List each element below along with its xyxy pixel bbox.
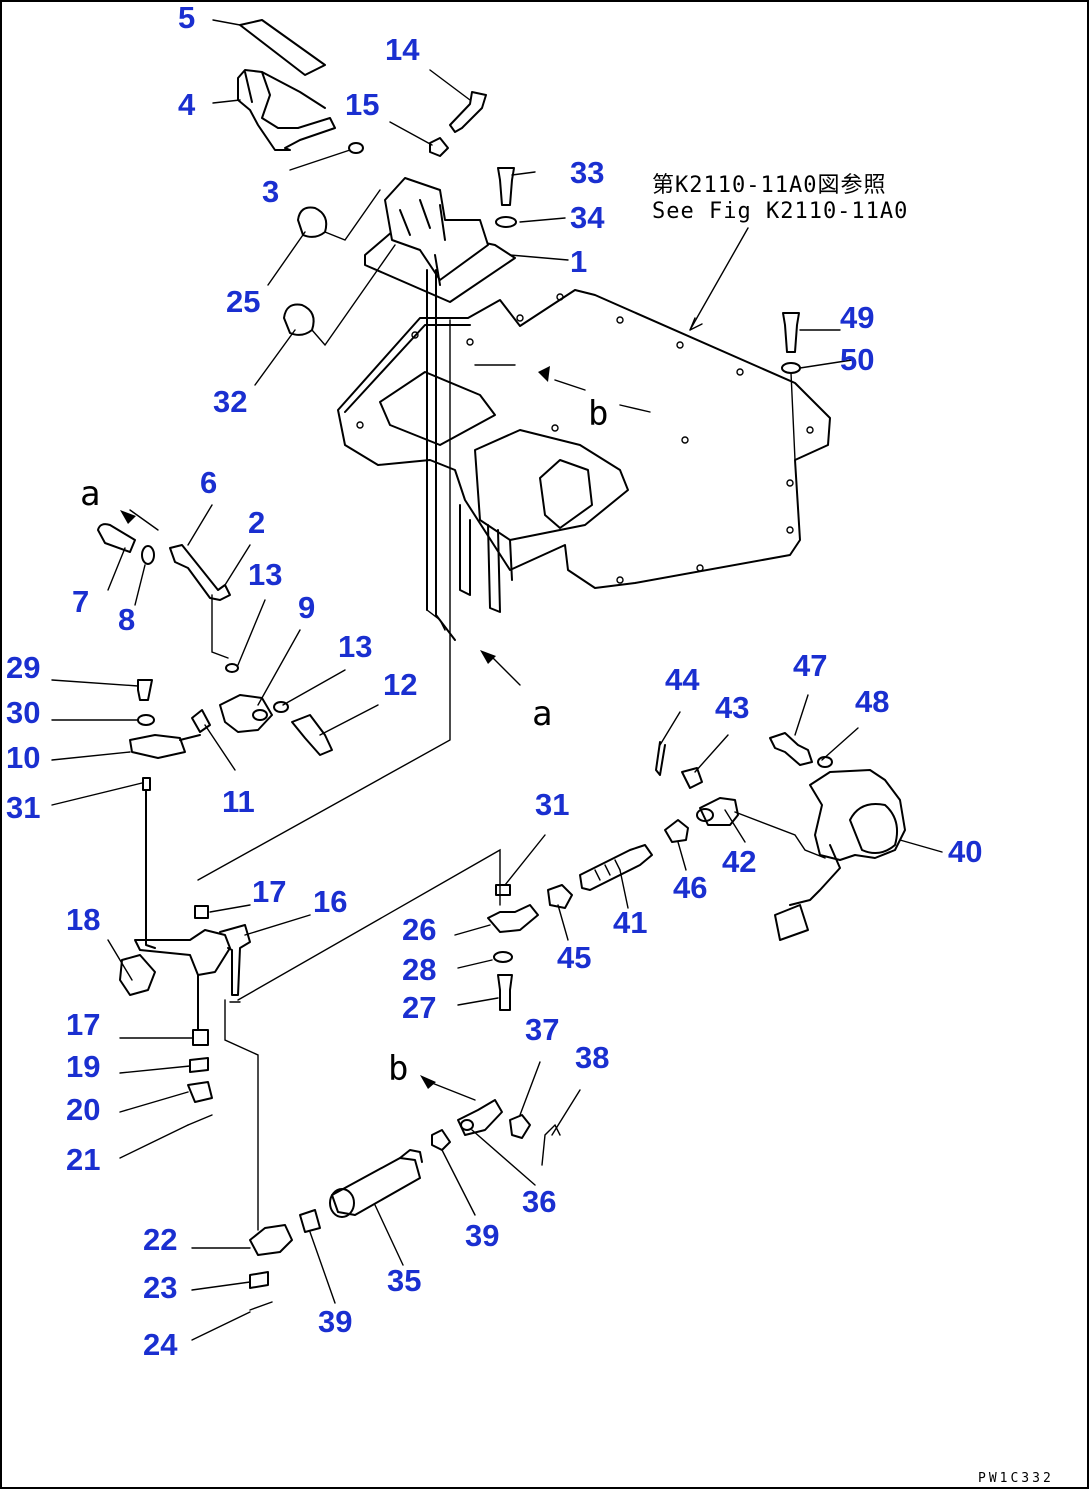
callout-17a: 17 bbox=[252, 874, 286, 909]
callout-2: 2 bbox=[248, 505, 265, 540]
callout-48: 48 bbox=[855, 684, 889, 719]
left-linkage bbox=[97, 523, 333, 949]
callout-20: 20 bbox=[66, 1092, 100, 1127]
callout-12: 12 bbox=[383, 667, 417, 702]
arrow-b-top bbox=[538, 366, 550, 382]
callout-11: 11 bbox=[222, 784, 255, 819]
part-4-clip bbox=[237, 69, 336, 151]
callout-39a: 39 bbox=[465, 1218, 499, 1253]
callout-33: 33 bbox=[570, 155, 604, 190]
callout-32: 32 bbox=[213, 384, 247, 419]
reference-note-en: See Fig K2110-11A0 bbox=[652, 199, 908, 224]
callout-29: 29 bbox=[6, 650, 40, 685]
callout-1: 1 bbox=[570, 244, 587, 279]
mounting-plate bbox=[337, 289, 831, 613]
callout-50: 50 bbox=[840, 342, 874, 377]
arrow-a-mid bbox=[480, 650, 496, 664]
view-marker-b-top: b bbox=[588, 394, 608, 434]
leaders-left bbox=[51, 504, 379, 806]
callout-28: 28 bbox=[402, 952, 436, 987]
part-50-washer bbox=[781, 362, 801, 374]
callout-40: 40 bbox=[948, 834, 982, 869]
part-15-nut bbox=[429, 137, 449, 157]
callout-25: 25 bbox=[226, 284, 260, 319]
arrow-b-bottom bbox=[420, 1075, 436, 1089]
callout-16: 16 bbox=[313, 884, 347, 919]
callout-39b: 39 bbox=[318, 1304, 352, 1339]
callout-8: 8 bbox=[118, 602, 135, 637]
part-25-knob bbox=[297, 206, 328, 238]
callout-7: 7 bbox=[72, 584, 89, 619]
callout-34: 34 bbox=[570, 200, 605, 235]
callout-30: 30 bbox=[6, 695, 40, 730]
callout-22: 22 bbox=[143, 1222, 177, 1257]
callout-19: 19 bbox=[66, 1049, 100, 1084]
callout-45: 45 bbox=[557, 940, 591, 975]
arrow-a-top bbox=[120, 510, 136, 524]
callout-44: 44 bbox=[665, 662, 700, 697]
callout-31a: 31 bbox=[6, 790, 40, 825]
callout-47: 47 bbox=[793, 648, 827, 683]
drawing-code: PW1C332 bbox=[978, 1471, 1054, 1486]
callout-3: 3 bbox=[262, 174, 279, 209]
callout-13a: 13 bbox=[248, 557, 282, 592]
callout-49: 49 bbox=[840, 300, 874, 335]
part-49-bolt bbox=[782, 312, 800, 353]
callout-41: 41 bbox=[613, 905, 647, 940]
control-rod bbox=[426, 269, 456, 641]
callout-6: 6 bbox=[200, 465, 217, 500]
part-5-plate bbox=[239, 19, 326, 76]
part-3-pin bbox=[348, 142, 364, 154]
callout-36: 36 bbox=[522, 1184, 556, 1219]
reference-note-jp: 第K2110-11A0図参照 bbox=[652, 173, 886, 198]
callout-35: 35 bbox=[387, 1263, 421, 1298]
actuator-assembly bbox=[249, 732, 906, 1311]
callout-21: 21 bbox=[66, 1142, 100, 1177]
lever-bracket bbox=[364, 177, 516, 303]
callout-27: 27 bbox=[402, 990, 436, 1025]
callout-labels: 5 4 14 15 3 33 34 1 25 32 49 50 6 2 7 8 … bbox=[6, 0, 982, 1362]
callout-10: 10 bbox=[6, 740, 40, 775]
leaders-upper bbox=[212, 19, 853, 461]
callout-38: 38 bbox=[575, 1040, 609, 1075]
part-34-washer bbox=[495, 216, 517, 228]
callout-13b: 13 bbox=[338, 629, 372, 664]
callout-46: 46 bbox=[673, 870, 707, 905]
part-33-bolt bbox=[497, 167, 515, 206]
callout-43: 43 bbox=[715, 690, 749, 725]
callout-18: 18 bbox=[66, 902, 100, 937]
callout-15: 15 bbox=[345, 87, 379, 122]
callout-23: 23 bbox=[143, 1270, 177, 1305]
leaders-center bbox=[107, 904, 311, 1159]
part-14-bolt bbox=[449, 91, 487, 133]
callout-42: 42 bbox=[722, 844, 756, 879]
callout-31b: 31 bbox=[535, 787, 569, 822]
view-marker-a-top: a bbox=[80, 474, 100, 514]
center-lever bbox=[119, 848, 501, 1231]
callout-24: 24 bbox=[143, 1327, 178, 1362]
leaders-right bbox=[191, 694, 943, 1341]
callout-5: 5 bbox=[178, 0, 195, 35]
callout-26: 26 bbox=[402, 912, 436, 947]
callout-9: 9 bbox=[298, 590, 315, 625]
view-marker-a-mid: a bbox=[532, 694, 552, 734]
part-32-knob bbox=[283, 303, 315, 336]
callout-4: 4 bbox=[178, 87, 196, 122]
callout-17b: 17 bbox=[66, 1007, 100, 1042]
callout-14: 14 bbox=[385, 32, 420, 67]
view-marker-b-bottom: b bbox=[388, 1049, 408, 1089]
callout-37: 37 bbox=[525, 1012, 559, 1047]
